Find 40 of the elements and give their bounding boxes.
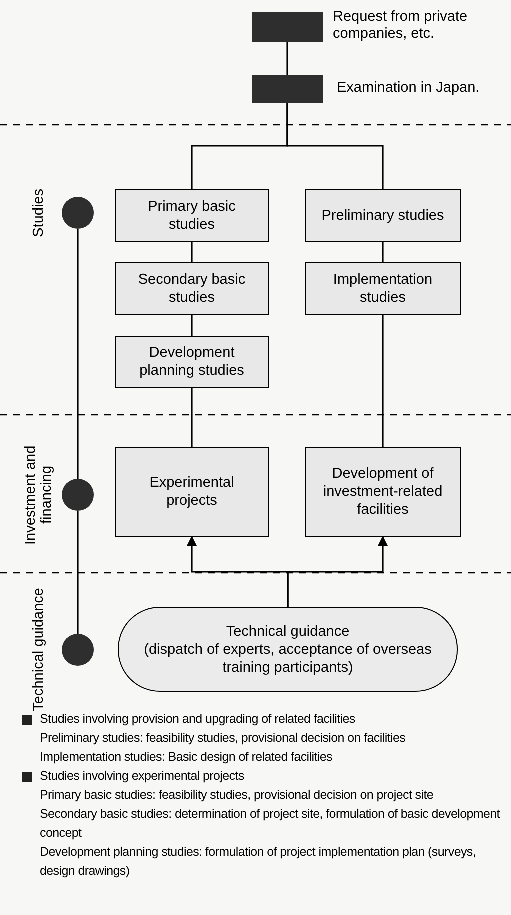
- connector-line: [286, 103, 384, 189]
- box-label: (dispatch of experts, acceptance of overseas training participants): [143, 640, 433, 676]
- arrow: [287, 536, 388, 607]
- process-box: [115, 447, 269, 537]
- note-text: Preliminary studies: feasibility studies, provisional decision on facilities: [40, 730, 406, 747]
- filled-box: [252, 12, 323, 42]
- connector-line: [191, 242, 193, 262]
- process-box: [115, 336, 269, 388]
- note-text: Primary basic studies: feasibility studies, provisional decision on project site: [40, 787, 434, 804]
- step-label: Request from private companies, etc.: [333, 9, 469, 43]
- connector-line: [286, 42, 288, 75]
- process-box: [305, 262, 461, 315]
- connector-line: [77, 511, 79, 634]
- note-text: Studies involving provision and upgrading of related facilities: [40, 711, 356, 728]
- box-label: Technical guidance: [226, 622, 350, 640]
- stage-label: Technical guidance: [31, 588, 47, 712]
- box-label: Implementation studies: [332, 270, 434, 306]
- note-text: Development planning studies: formulation of project implementation plan (surveys, design drawings): [40, 844, 478, 880]
- note-text: Studies involving experimental projects: [40, 768, 244, 785]
- connector-line: [382, 242, 384, 262]
- stage-label: Investment and financing: [23, 444, 55, 547]
- box-label: Development of investment-related facilities: [322, 465, 444, 519]
- process-box: [305, 189, 461, 242]
- connector-line: [382, 315, 384, 447]
- box-label: Primary basic studies: [147, 198, 237, 234]
- box-label: Preliminary studies: [322, 206, 444, 224]
- filled-box: [252, 75, 323, 103]
- connector-line: [191, 388, 193, 447]
- note-text: Secondary basic studies: determination of project site, formulation of basic development concept: [40, 806, 502, 842]
- box-label: Experimental projects: [148, 474, 236, 510]
- connector-line: [77, 229, 79, 479]
- process-box: [115, 189, 269, 242]
- process-box: [305, 447, 461, 537]
- stage-label: Studies: [31, 188, 47, 238]
- box-label: Secondary basic studies: [137, 270, 247, 306]
- connector-line: [191, 315, 193, 336]
- box-label: Development planning studies: [138, 344, 246, 380]
- step-label: Examination in Japan.: [337, 80, 481, 97]
- process-box: [115, 262, 269, 315]
- note-text: Implementation studies: Basic design of related facilities: [40, 749, 332, 766]
